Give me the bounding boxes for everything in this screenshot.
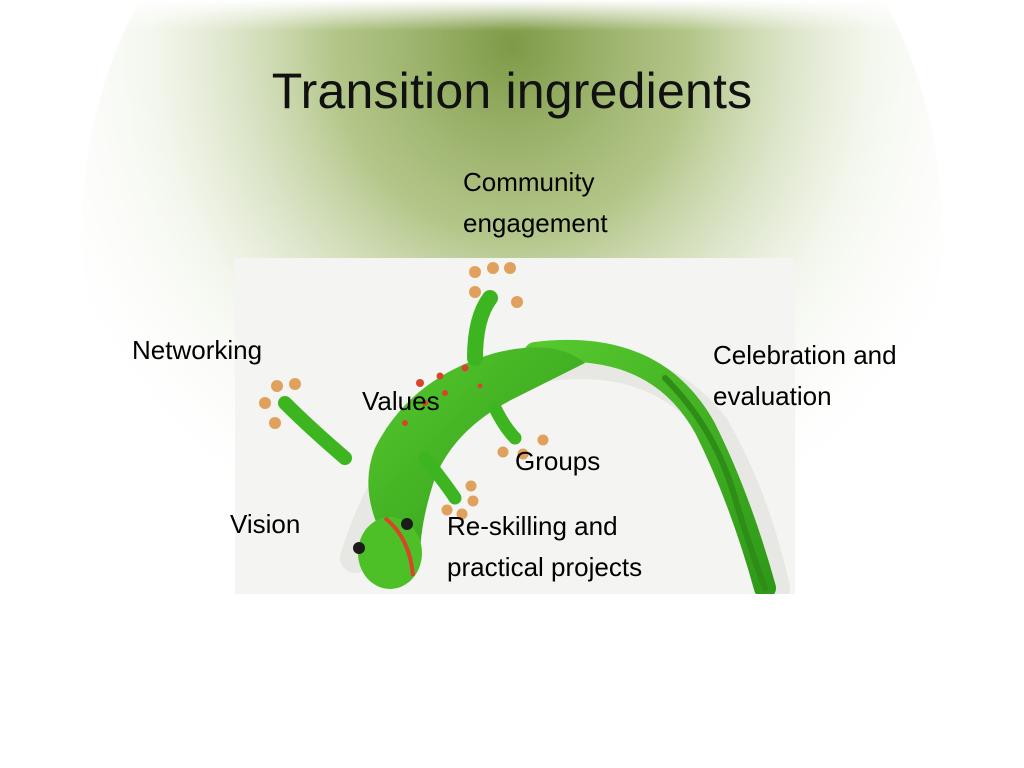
- label-celebration-evaluation: Celebration and evaluation: [713, 340, 897, 411]
- label-vision: Vision: [230, 509, 301, 539]
- label-groups: Groups: [515, 446, 601, 476]
- label-community-engagement: Community engagement: [463, 167, 608, 238]
- label-networking: Networking: [132, 335, 263, 365]
- gecko-photo: [235, 258, 795, 594]
- label-reskilling-projects: Re-skilling and practical projects: [447, 511, 643, 582]
- label-values: Values: [362, 386, 440, 416]
- slide-title: Transition ingredients: [271, 63, 753, 119]
